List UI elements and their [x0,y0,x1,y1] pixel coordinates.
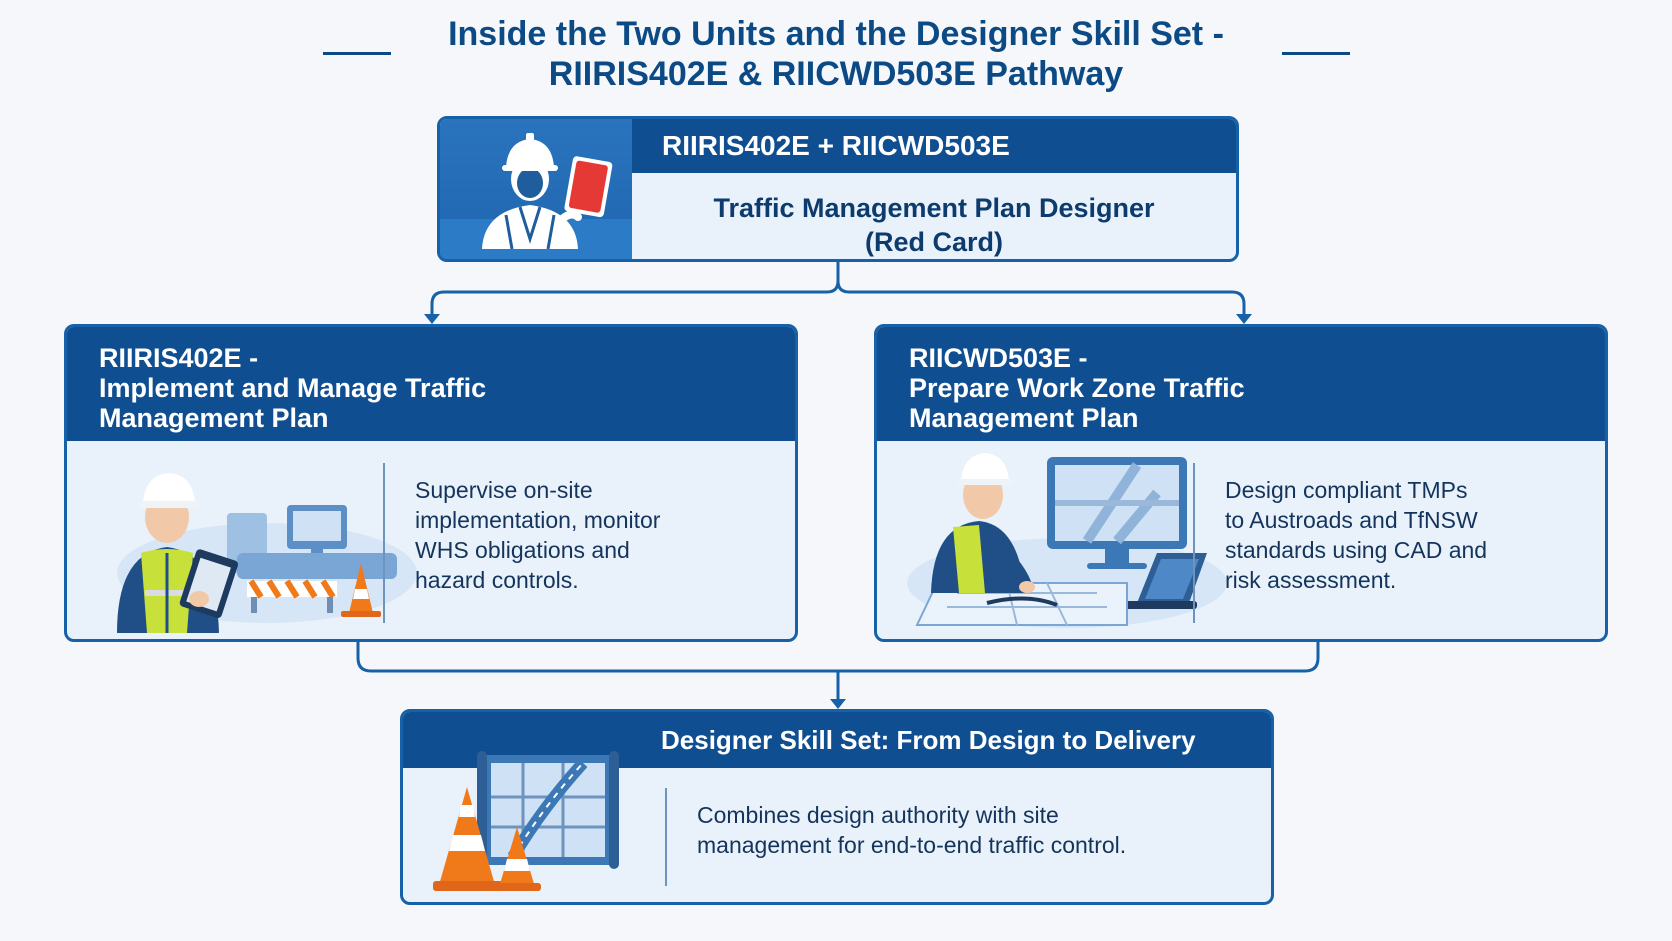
title-line-2: RIIRIS402E & RIICWD503E Pathway [548,55,1124,93]
traffic-cone-icon [433,787,503,891]
unit-code: RIICWD503E - [909,343,1088,373]
site-supervisor-illustration [117,473,417,633]
traffic-cone-icon [493,827,541,891]
plan-designer-illustration [907,453,1227,628]
unit-description: Design compliant TMPs to Austroads and T… [1225,477,1488,593]
unit-title-line-2: Management Plan [99,403,329,433]
unit-title-line-2: Management Plan [909,403,1139,433]
arrow-right [1236,314,1252,324]
unit-card-riicwd503e-header: RIICWD503E - Prepare Work Zone Traffic M… [877,327,1605,441]
designer-red-card-icon [440,133,632,259]
title-line-1: Inside the Two Units and the Designer Sk… [448,15,1224,53]
title-rule-left [323,52,391,55]
arrow-bottom [830,699,846,709]
designer-role-heading: RIIRIS402E + RIICWD503E [632,119,1236,173]
traffic-cone-icon [341,563,381,617]
designer-illustration-panel [440,119,632,259]
skill-set-description: Combines design authority with site mana… [697,802,1127,858]
connector-bottom-merge [356,640,1320,673]
unit-card-riiris402e-header: RIIRIS402E - Implement and Manage Traffi… [67,327,795,441]
title-rule-right [1282,52,1350,55]
plan-and-cones-illustration [433,751,619,891]
page-title: Inside the Two Units and the Designer Sk… [0,14,1672,94]
designer-role-card: RIIRIS402E + RIICWD503E Traffic Manageme… [437,116,1239,262]
unit-card-riicwd503e: RIICWD503E - Prepare Work Zone Traffic M… [874,324,1608,642]
unit-card-riiris402e: RIIRIS402E - Implement and Manage Traffi… [64,324,798,642]
card-divider [383,463,385,623]
unit-description: Supervise on-site implementation, monito… [415,477,661,593]
connector-top-split [430,260,840,320]
card-divider [665,788,667,886]
arrow-left [424,314,440,324]
designer-skill-set-card: Designer Skill Set: From Design to Deliv… [400,709,1274,905]
unit-title-line-1: Prepare Work Zone Traffic [909,373,1245,403]
card-divider [1193,463,1195,623]
unit-title-line-1: Implement and Manage Traffic [99,373,487,403]
designer-role-title: Traffic Management Plan Designer (Red Ca… [713,193,1155,257]
unit-code: RIIRIS402E - [99,343,259,373]
